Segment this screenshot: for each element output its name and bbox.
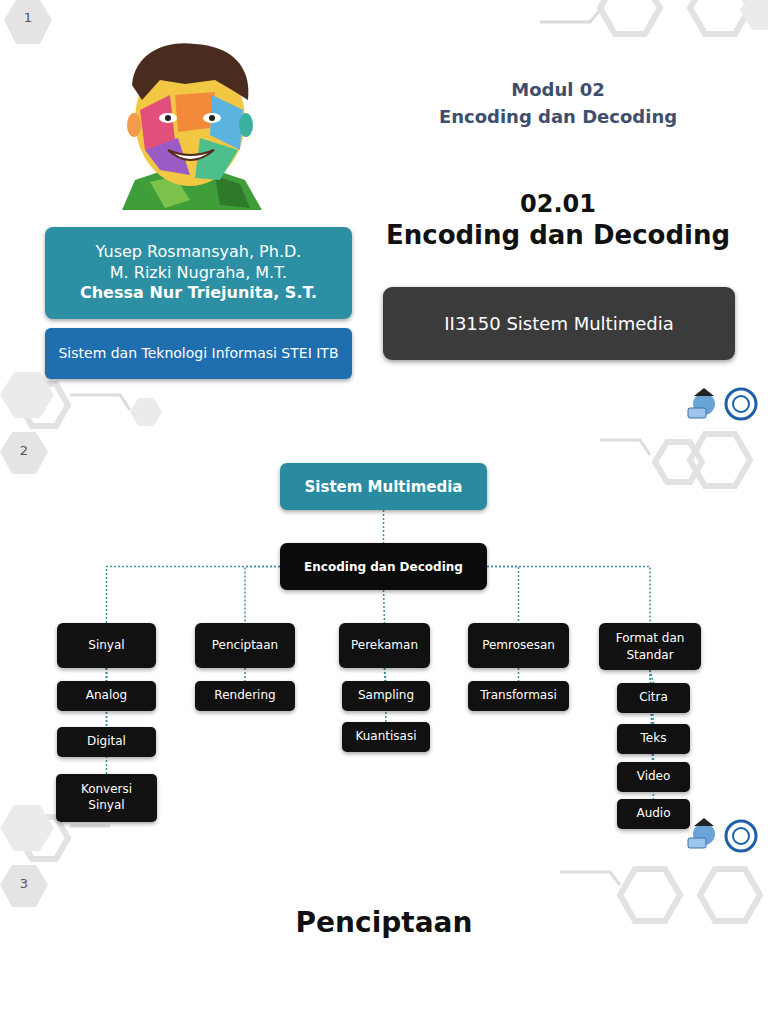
node-text: Format dan Standar <box>605 630 695 662</box>
course-box: II3150 Sistem Multimedia <box>383 287 735 360</box>
slide-number: 3 <box>20 876 28 891</box>
node-text: Chessa Nur Triejunita, S.T. <box>80 283 317 304</box>
node-text: Rendering <box>214 688 275 704</box>
node-text: Penciptaan <box>212 637 278 653</box>
slide-number: 2 <box>20 443 28 458</box>
node-text: II3150 Sistem Multimedia <box>444 313 673 334</box>
category-box: Perekaman <box>339 623 430 668</box>
subtopic-box: Analog <box>57 681 156 711</box>
slide-title: Penciptaan <box>296 906 473 939</box>
dotted-connector <box>383 510 385 543</box>
subtopic-box: Video <box>617 762 690 792</box>
category-box: Sinyal <box>57 623 156 668</box>
circuit-ornament <box>70 10 650 885</box>
subtopic-box: Sampling <box>342 681 430 711</box>
logo-icon <box>688 388 756 851</box>
dotted-connector <box>107 567 281 624</box>
subtopic-box: Transformasi <box>468 681 569 711</box>
topic-box: Encoding dan Decoding <box>280 543 487 590</box>
node-text: Yusep Rosmansyah, Ph.D. <box>96 242 302 263</box>
category-box: Penciptaan <box>195 623 295 668</box>
dotted-connector <box>487 567 650 624</box>
node-text: Pemrosesan <box>482 637 555 653</box>
subtopic-box: Citra <box>617 683 690 713</box>
subtopic-box: Digital <box>57 727 156 757</box>
node-text: Encoding dan Decoding <box>304 560 463 574</box>
node-text: Teks <box>641 731 667 747</box>
root-box: Sistem Multimedia <box>280 463 487 510</box>
dotted-connector <box>245 567 280 624</box>
node-text: M. Rizki Nugraha, M.T. <box>110 263 287 284</box>
subtopic-box: Kuantisasi <box>342 722 430 752</box>
module-number: Modul 02 <box>511 79 604 100</box>
hexagon-ornament <box>20 0 760 921</box>
portrait-illustration <box>122 43 262 210</box>
node-text: Kuantisasi <box>355 729 416 745</box>
node-text: Sistem Multimedia <box>305 478 463 496</box>
node-text: Perekaman <box>351 637 418 653</box>
node-text: Transformasi <box>480 688 557 704</box>
hexagon-ornament <box>0 0 768 851</box>
node-text: Sampling <box>358 688 414 704</box>
slide-number: 1 <box>24 10 32 25</box>
dotted-connector <box>384 590 385 623</box>
node-text: Konversi Sinyal <box>61 782 152 813</box>
dotted-connector <box>518 668 520 681</box>
subtopic-box: Audio <box>617 799 690 829</box>
category-box: Pemrosesan <box>468 623 569 668</box>
node-text: Analog <box>86 688 127 704</box>
subtopic-box: Konversi Sinyal <box>56 774 157 822</box>
module-title: Encoding dan Decoding <box>439 106 677 127</box>
node-text: Sistem dan Teknologi Informasi STEI ITB <box>58 344 338 362</box>
dotted-connector <box>487 567 519 624</box>
section-title: Encoding dan Decoding <box>386 220 730 250</box>
slide-number-badge <box>0 0 52 907</box>
section-number: 02.01 <box>520 190 596 218</box>
subtopic-box: Rendering <box>195 681 295 711</box>
node-text: Audio <box>636 806 670 822</box>
subtopic-box: Teks <box>617 724 690 754</box>
dotted-connector <box>244 668 246 681</box>
category-box: Format dan Standar <box>599 623 701 670</box>
affiliation-box: Sistem dan Teknologi Informasi STEI ITB <box>45 328 352 379</box>
node-text: Citra <box>639 690 668 706</box>
node-text: Video <box>637 769 671 785</box>
node-text: Digital <box>87 734 126 750</box>
author-box: Yusep Rosmansyah, Ph.D.M. Rizki Nugraha,… <box>45 227 352 319</box>
node-text: Sinyal <box>88 637 124 653</box>
